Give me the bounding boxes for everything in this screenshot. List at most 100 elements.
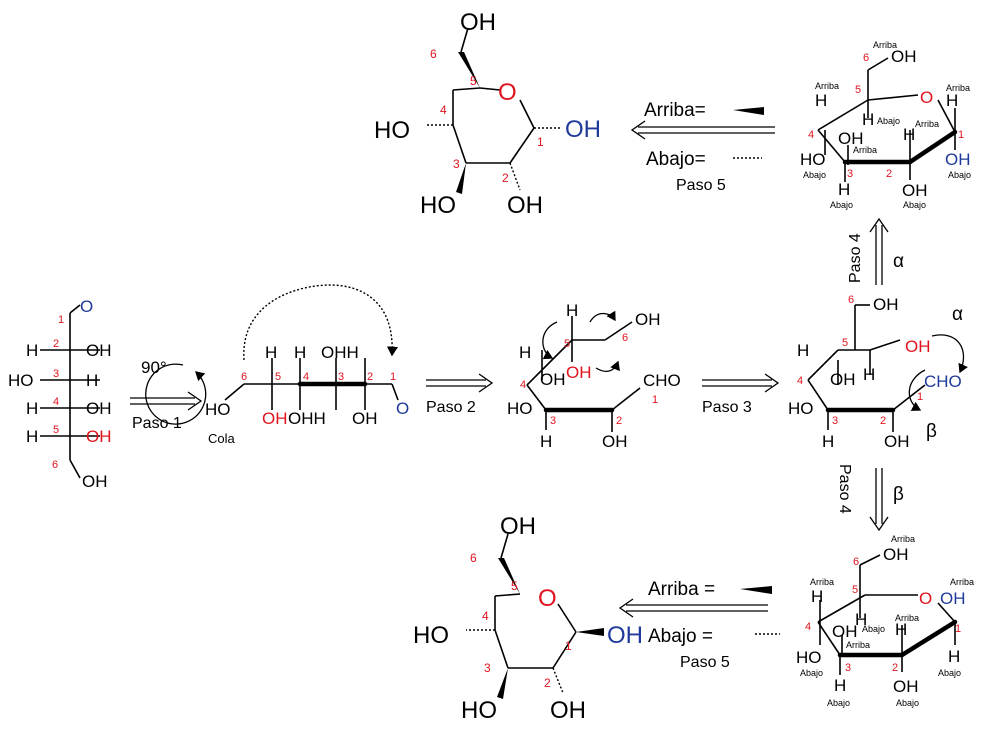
atom-label: Abajo [800, 668, 823, 678]
atom-label: Arriba= [644, 100, 706, 121]
atom-label: H [294, 343, 306, 362]
atom-label: 2 [502, 171, 509, 185]
atom-label: 1 [565, 639, 572, 653]
atom-label: H [26, 341, 38, 360]
atom-label: 6 [853, 556, 859, 568]
atom-label: 90° [141, 358, 167, 377]
atom-label: 1 [537, 135, 544, 149]
atom-label: 1 [958, 129, 964, 141]
horizontal-chain: O HO Cola H H OHH OH OHH OH 6 5 4 3 2 1 [205, 284, 409, 446]
atom-label: HO [461, 697, 497, 724]
atom-label: 3 [845, 662, 851, 674]
atom-label: H [946, 91, 958, 110]
atom-label: Abajo [827, 698, 850, 708]
atom-label: 4 [808, 129, 814, 141]
atom-label: 5 [842, 337, 848, 349]
atom-label: α [952, 304, 963, 325]
fischer-o: O [80, 297, 93, 316]
paso2-arrow: Paso 2 [426, 373, 494, 416]
atom-label: Arriba [950, 577, 974, 587]
atom-label: HO [796, 648, 822, 667]
atom-label: OHH [288, 409, 326, 428]
atom-label: 2 [892, 662, 898, 674]
atom-label: 6 [430, 47, 437, 61]
atom-label: 4 [53, 396, 59, 408]
atom-label: H [815, 91, 827, 110]
atom-label: OH [86, 399, 112, 418]
atom-label: OH [540, 370, 566, 389]
paso5-bottom-arrow: Arriba = Abajo = Paso 5 [618, 579, 780, 671]
atom-label: 2 [544, 676, 551, 690]
atom-label: O [538, 585, 557, 612]
atom-label: H [834, 676, 846, 695]
atom-label: H [838, 180, 850, 199]
atom-label: 2 [53, 338, 59, 350]
atom-label: OH [940, 589, 966, 608]
atom-label: Arriba [815, 81, 839, 91]
atom-label: Arriba [846, 640, 870, 650]
atom-label: 6 [622, 332, 628, 344]
atom-label: O [919, 589, 932, 608]
atom-label: H [540, 432, 552, 451]
atom-label: 5 [855, 84, 861, 96]
atom-label: 6 [863, 52, 869, 64]
atom-label: H [519, 343, 531, 362]
atom-label: H [26, 399, 38, 418]
atom-label: Arriba [810, 577, 834, 587]
atom-label: H [797, 341, 809, 360]
atom-label: OH [352, 409, 378, 428]
atom-label: 2 [367, 371, 373, 383]
atom-label: HO [507, 399, 533, 418]
atom-label: 6 [52, 459, 58, 471]
atom-label: OH [635, 310, 661, 329]
atom-label: H [265, 343, 277, 362]
atom-label: H [895, 620, 907, 639]
atom-label: 6 [470, 551, 477, 565]
atom-label: OH [905, 337, 931, 356]
atom-label: Paso 4 [836, 464, 853, 514]
atom-label: OH [883, 545, 909, 564]
atom-label: 2 [616, 415, 622, 427]
atom-label: Arriba [895, 613, 919, 623]
atom-label: Abajo [877, 116, 900, 126]
atom-label: Arriba [915, 119, 939, 129]
atom-label: O [396, 399, 409, 418]
atom-label: OH [500, 513, 536, 540]
atom-label: Paso 2 [426, 399, 476, 416]
atom-label: α [893, 251, 904, 272]
atom-label: 4 [440, 103, 447, 117]
atom-label: 2 [886, 168, 892, 180]
alpha-glucopyranose: OH 6 5 O 4 HO 1 OH 3 2 HO OH [374, 9, 601, 219]
atom-label: Paso 1 [132, 415, 182, 432]
atom-label: 3 [847, 168, 853, 180]
fischer-c1: 1 [58, 314, 64, 326]
atom-label: H [948, 647, 960, 666]
atom-label: Abajo [896, 698, 919, 708]
paso3-arrow: Paso 3 [702, 373, 780, 416]
atom-label: OH [566, 363, 592, 382]
atom-label: Abajo [803, 170, 826, 180]
atom-label: H [86, 371, 98, 390]
atom-label: O [498, 79, 517, 106]
wedge-legend-bottom [740, 586, 772, 594]
atom-label: HO [788, 399, 814, 418]
atom-label: OH [945, 150, 971, 169]
atom-label: 1 [652, 394, 658, 406]
atom-label: 5 [53, 424, 59, 436]
atom-label: Abajo = [648, 626, 713, 647]
beta-chair-bottom-right: Arriba OH 6 5 O Arriba OH Arriba H H Aba… [796, 534, 974, 708]
atom-label: OH [507, 192, 543, 219]
atom-label: OH [902, 181, 928, 200]
atom-label: CHO [924, 372, 962, 391]
atom-label: H [566, 301, 578, 320]
atom-label: HO [205, 400, 231, 419]
atom-label: H [863, 365, 875, 384]
atom-label: 5 [564, 338, 570, 350]
atom-label: H [811, 587, 823, 606]
atom-label: HO [800, 150, 826, 169]
atom-label: 3 [53, 368, 59, 380]
atom-label: OH [460, 9, 496, 36]
atom-label: Abajo [830, 200, 853, 210]
atom-label: 5 [511, 579, 518, 593]
